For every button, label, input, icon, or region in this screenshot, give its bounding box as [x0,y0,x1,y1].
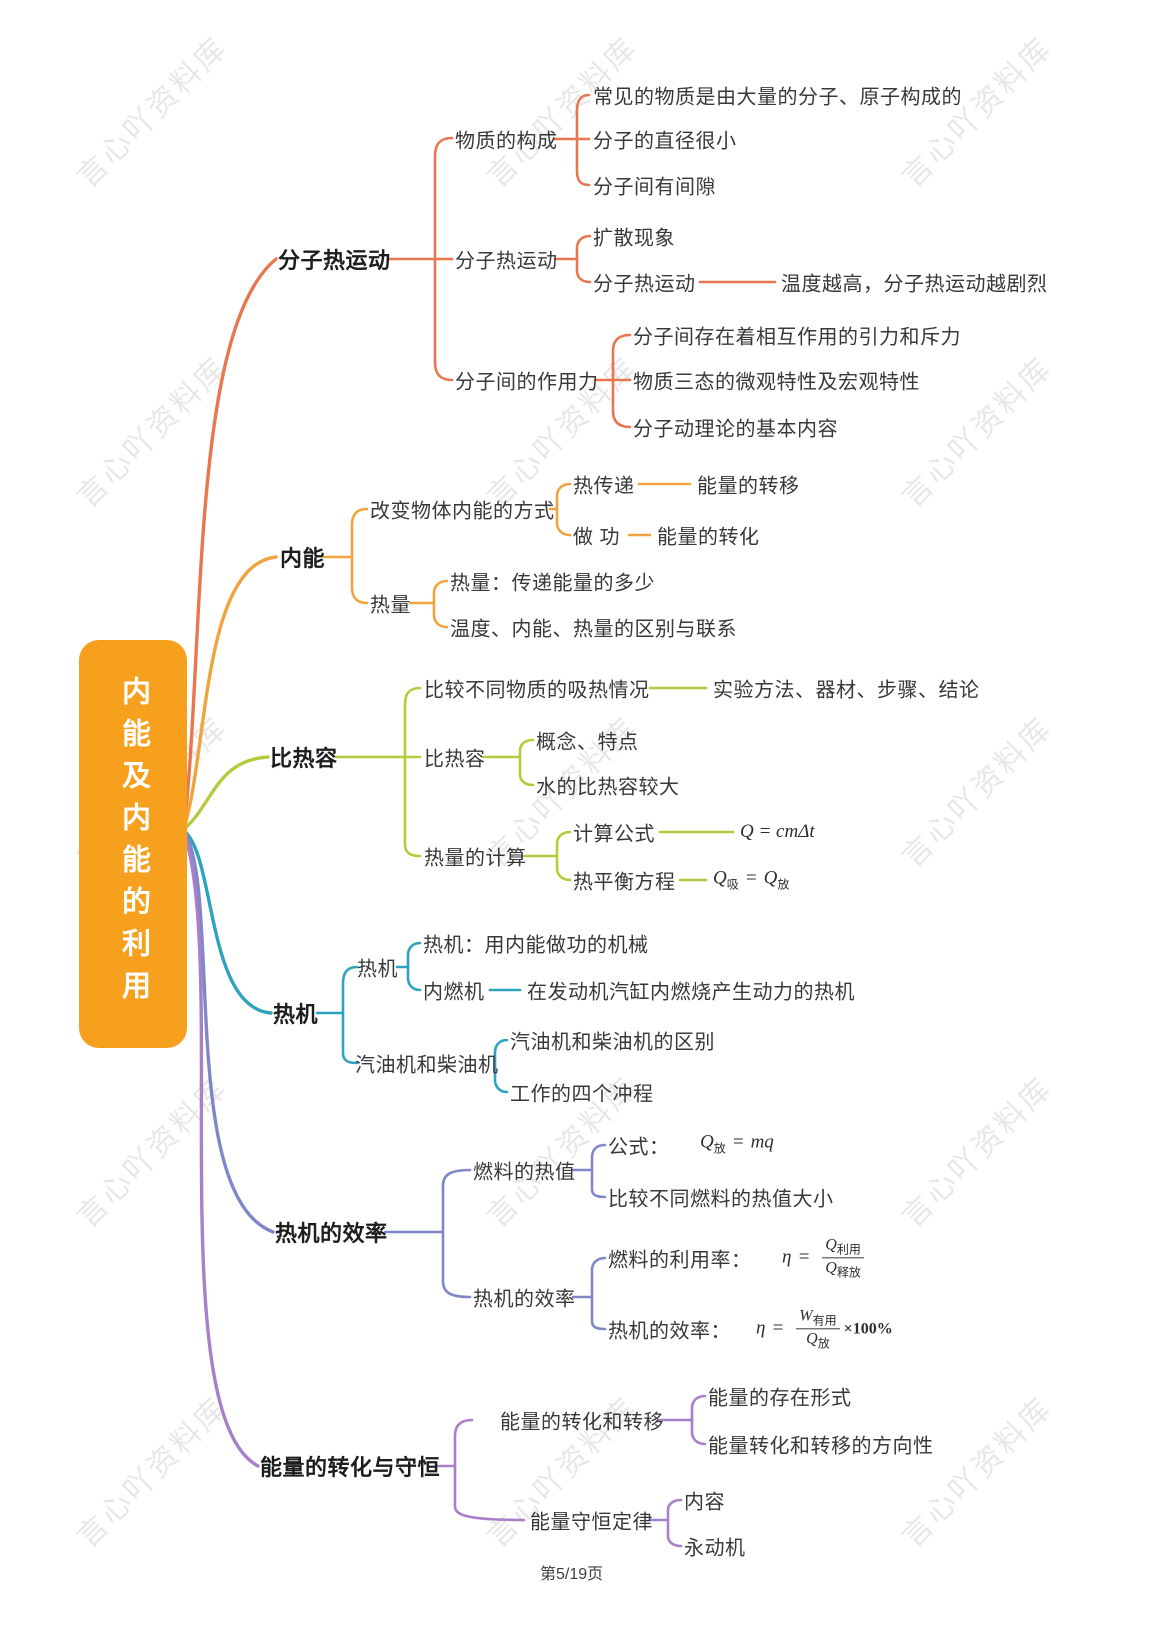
node-molecule-diameter: 分子的直径很小 [593,130,737,153]
node-doing-work: 做 功 [573,526,621,549]
node-engine-efficiency-sub: 热机的效率 [473,1288,576,1311]
node-three-states: 物质三态的微观特性及宏观特性 [633,371,920,394]
branch-energy-conversion-conservation: 能量的转化与守恒 [260,1455,441,1480]
node-molecules-atoms: 常见的物质是由大量的分子、原子构成的 [593,86,962,109]
node-engine-definition: 热机：用内能做功的机械 [423,934,649,957]
node-water-high-capacity: 水的比热容较大 [536,776,680,799]
node-energy-transform-transfer: 能量的转化和转移 [500,1411,664,1434]
branch3-connectors [182,686,735,882]
node-fuel-utilization-label: 燃料的利用率： [608,1249,752,1272]
branch-molecular-thermal-motion: 分子热运动 [278,248,391,273]
node-gasoline-diesel: 汽油机和柴油机 [355,1054,499,1077]
node-internal-combustion: 内燃机 [423,981,485,1004]
node-change-internal-energy: 改变物体内能的方式 [370,500,555,523]
node-kinetic-theory: 分子动理论的基本内容 [633,418,838,441]
node-compare-absorption: 比较不同物质的吸热情况 [424,679,650,702]
node-compare-fuel-value: 比较不同燃料的热值大小 [608,1188,834,1211]
branch-internal-energy: 内能 [280,546,326,571]
node-molecular-motion: 分子热运动 [455,250,558,273]
node-conservation-law: 能量守恒定律 [530,1511,653,1534]
node-heat-calculation: 热量的计算 [424,847,527,870]
node-energy-forms: 能量的存在形式 [708,1387,852,1410]
node-specific-heat-sub: 比热容 [424,748,486,771]
node-attraction-repulsion: 分子间存在着相互作用的引力和斥力 [633,326,961,349]
branch5-connectors [182,829,607,1331]
branch-heat-engine-efficiency: 热机的效率 [275,1221,388,1246]
branch4-connectors [182,829,522,1094]
node-calc-formula: 计算公式 [573,823,655,846]
branch2-connectors [182,482,692,830]
node-engine-cylinder: 在发动机汽缸内燃烧产生动力的热机 [527,981,855,1004]
formula-q-cmdt: Q = cmΔt [740,821,815,842]
node-heat-definition: 热量：传递能量的多少 [450,572,655,595]
node-heat-transfer: 热传递 [573,475,635,498]
node-intermolecular-force: 分子间的作用力 [455,371,599,394]
node-molecule-gaps: 分子间有间隙 [593,176,716,199]
node-concept-features: 概念、特点 [536,731,639,754]
node-law-content: 内容 [684,1491,725,1514]
branch6-connectors [182,830,707,1548]
branch-specific-heat-capacity: 比热容 [270,746,338,771]
branch-heat-engine: 热机 [273,1002,319,1027]
node-perpetual-motion: 永动机 [684,1537,746,1560]
node-temperature-motion: 温度越高，分子热运动越剧烈 [781,273,1048,296]
node-heat-quantity: 热量 [370,594,411,617]
node-engine-sub: 热机 [357,958,398,981]
node-diffusion: 扩散现象 [593,227,675,250]
node-four-strokes: 工作的四个冲程 [510,1083,654,1106]
node-experiment-method: 实验方法、器材、步骤、结论 [713,679,980,702]
formula-q-mq: Q放=mq [700,1131,774,1156]
node-matter-composition: 物质的构成 [455,130,558,153]
node-energy-transfer: 能量的转移 [697,475,800,498]
node-directionality: 能量转化和转移的方向性 [708,1435,934,1458]
node-energy-conversion: 能量的转化 [657,526,760,549]
root-topic-label: 内能及内能的利用 [117,676,150,1012]
node-fuel-heat-value: 燃料的热值 [473,1161,576,1184]
page-number: 第5/19页 [540,1566,604,1583]
node-formula-label: 公式： [608,1136,670,1159]
node-engine-efficiency-label: 热机的效率： [608,1320,731,1343]
node-heat-balance-equation: 热平衡方程 [573,871,676,894]
node-molecular-motion-sub: 分子热运动 [593,273,696,296]
node-temp-energy-heat-difference: 温度、内能、热量的区别与联系 [450,618,737,641]
branch1-connectors [182,93,777,830]
formula-heat-balance: Q吸=Q放 [713,867,790,892]
node-gasoline-diesel-difference: 汽油机和柴油机的区别 [510,1031,715,1054]
root-topic: 内能及内能的利用 [79,640,187,1048]
